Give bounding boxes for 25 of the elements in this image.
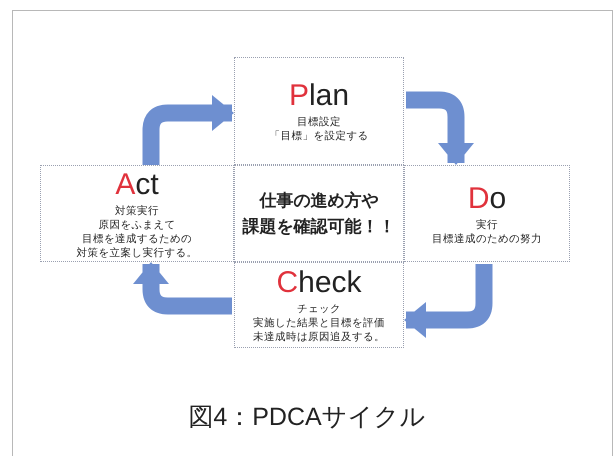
phase-heading: Do [468,182,506,216]
phase-heading: Check [276,266,362,300]
summary-line: 仕事の進め方や [260,190,378,212]
phase-subtitle: 目標設定 [297,115,341,129]
figure-caption: 図4：PDCAサイクル [187,402,427,433]
phase-subtitle: チェック [297,302,341,316]
phase-box [40,165,234,262]
phase-box [234,57,404,165]
summary-line: 課題を確認可能！！ [242,216,396,238]
phase-description: 未達成時は原因追及する。 [253,330,385,344]
phase-box [234,262,404,348]
center-box [234,165,404,262]
phase-description: 「目標」を設定する [270,129,368,143]
phase-subtitle: 対策実行 [115,204,159,218]
phase-description: 目標達成のための努力 [432,232,542,246]
phase-description: 原因をふまえて [98,218,176,232]
phase-description: 実施した結果と目標を評価 [253,316,385,330]
curved-arrow [133,262,232,314]
phase-heading: Act [115,168,159,202]
curved-arrow [406,92,474,165]
phase-box [404,165,570,262]
phase-description: 対策を立案し実行する。 [76,246,198,260]
phase-heading: Plan [288,79,350,113]
phase-description: 目標を達成するための [82,232,192,246]
phase-subtitle: 実行 [476,218,498,232]
